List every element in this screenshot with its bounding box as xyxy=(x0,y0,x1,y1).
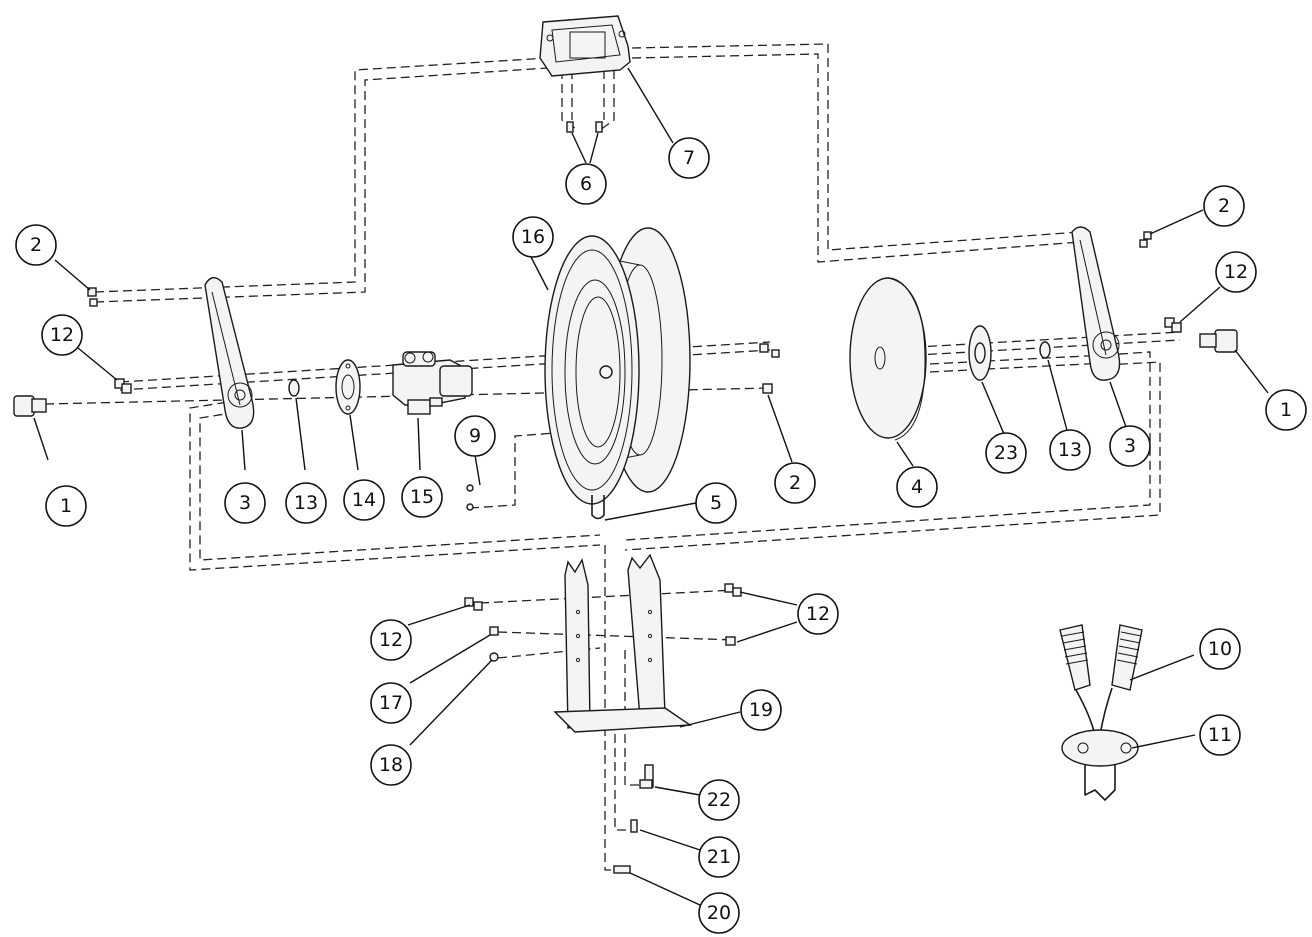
callout-1b: 1 xyxy=(1265,389,1307,431)
svg-text:12: 12 xyxy=(1224,261,1248,283)
spring-cover-4 xyxy=(849,277,927,441)
callout-17: 17 xyxy=(370,682,412,724)
callout-1a: 1 xyxy=(45,485,87,527)
svg-text:13: 13 xyxy=(294,492,318,514)
callout-10: 10 xyxy=(1199,628,1241,670)
base-stand-19 xyxy=(553,553,693,733)
svg-text:13: 13 xyxy=(1058,439,1082,461)
hose-detail xyxy=(1059,624,1143,801)
callout-11: 11 xyxy=(1199,714,1241,756)
svg-text:20: 20 xyxy=(707,902,731,924)
callout-20: 20 xyxy=(698,892,740,934)
svg-text:2: 2 xyxy=(1218,195,1230,217)
base-fasteners xyxy=(464,583,742,662)
svg-text:4: 4 xyxy=(911,476,923,498)
svg-text:22: 22 xyxy=(707,789,731,811)
callout-7: 7 xyxy=(668,137,710,179)
washers-13 xyxy=(288,341,1051,397)
callout-15: 15 xyxy=(401,476,443,518)
callout-6: 6 xyxy=(565,163,607,205)
svg-text:12: 12 xyxy=(50,324,74,346)
callout-21: 21 xyxy=(698,836,740,878)
svg-text:1: 1 xyxy=(1280,399,1292,421)
svg-text:9: 9 xyxy=(469,425,481,447)
swivel-fitting-left xyxy=(13,395,47,417)
top-bracket xyxy=(539,15,631,77)
svg-text:3: 3 xyxy=(239,492,251,514)
bearing-flange-14 xyxy=(335,359,361,415)
hose-drum-16 xyxy=(544,227,691,505)
left-swing-arm xyxy=(204,277,255,429)
screws-6 xyxy=(566,121,603,133)
svg-text:11: 11 xyxy=(1208,724,1232,746)
svg-text:18: 18 xyxy=(379,754,403,776)
callouts: 1 1 2 2 2 3 3 4 5 6 7 9 10 11 12 12 12 1… xyxy=(15,137,1307,934)
motor-assembly-15 xyxy=(392,351,473,415)
swivel-fitting-right xyxy=(1199,329,1238,353)
callout-3a: 3 xyxy=(224,482,266,524)
callout-23: 23 xyxy=(985,432,1027,474)
callout-13b: 13 xyxy=(1049,429,1091,471)
svg-text:17: 17 xyxy=(379,692,403,714)
svg-text:3: 3 xyxy=(1124,435,1136,457)
callout-12b: 12 xyxy=(1215,251,1257,293)
svg-text:2: 2 xyxy=(30,234,42,256)
svg-text:16: 16 xyxy=(521,226,545,248)
svg-text:1: 1 xyxy=(60,495,72,517)
fasteners xyxy=(87,231,1182,511)
callout-5: 5 xyxy=(695,482,737,524)
callout-18: 18 xyxy=(370,744,412,786)
callout-12d: 12 xyxy=(370,619,412,661)
svg-text:21: 21 xyxy=(707,846,731,868)
svg-text:7: 7 xyxy=(683,147,695,169)
callout-22: 22 xyxy=(698,779,740,821)
svg-text:6: 6 xyxy=(580,173,592,195)
callout-14: 14 xyxy=(343,479,385,521)
svg-text:12: 12 xyxy=(379,629,403,651)
svg-text:2: 2 xyxy=(789,472,801,494)
leader-lines xyxy=(33,67,1269,906)
flange-23 xyxy=(968,325,992,381)
svg-text:10: 10 xyxy=(1208,638,1232,660)
svg-text:15: 15 xyxy=(410,486,434,508)
callout-19: 19 xyxy=(740,689,782,731)
callout-3b: 3 xyxy=(1109,425,1151,467)
callout-2c: 2 xyxy=(774,462,816,504)
svg-text:19: 19 xyxy=(749,699,773,721)
svg-text:12: 12 xyxy=(806,603,830,625)
svg-text:5: 5 xyxy=(710,492,722,514)
callout-2b: 2 xyxy=(1203,185,1245,227)
callout-13a: 13 xyxy=(285,482,327,524)
svg-text:14: 14 xyxy=(352,489,376,511)
callout-4: 4 xyxy=(896,466,938,508)
callout-16: 16 xyxy=(512,216,554,258)
bottom-parts xyxy=(613,764,654,874)
callout-12c: 12 xyxy=(797,593,839,635)
callout-12a: 12 xyxy=(41,314,83,356)
right-swing-arm xyxy=(1071,226,1121,381)
callout-9: 9 xyxy=(454,415,496,457)
u-bolt-5 xyxy=(591,495,605,520)
svg-text:23: 23 xyxy=(994,442,1018,464)
callout-2a: 2 xyxy=(15,224,57,266)
